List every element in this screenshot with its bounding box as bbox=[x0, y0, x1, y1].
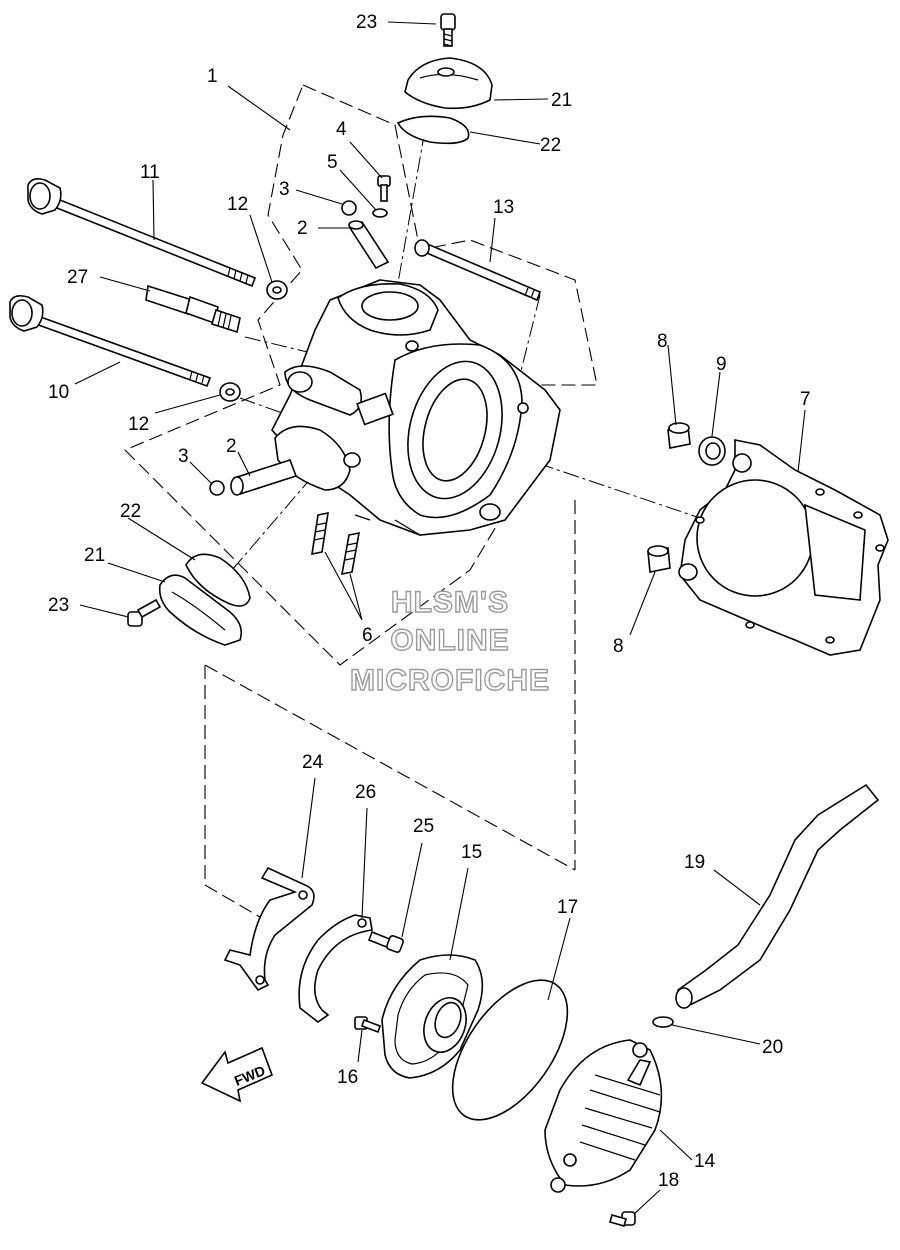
callout-26: 26 bbox=[355, 782, 376, 803]
assembly-outline-lower bbox=[204, 500, 576, 921]
callout-11: 11 bbox=[140, 162, 160, 183]
callout-17: 17 bbox=[557, 897, 578, 918]
cover-14[interactable] bbox=[544, 1039, 663, 1193]
callout-12-lower: 12 bbox=[128, 414, 149, 435]
watermark-line-2: ONLINE bbox=[390, 624, 509, 657]
valve-cover-cap-21-top[interactable] bbox=[404, 57, 493, 110]
watermark: HLSM'S ONLINE MICROFICHE bbox=[349, 585, 550, 697]
callout-2-lower: 2 bbox=[226, 436, 237, 457]
clip-3-lower[interactable] bbox=[209, 480, 225, 496]
cylinder-head-1[interactable] bbox=[271, 279, 561, 536]
leader-lines bbox=[74, 21, 806, 1215]
callout-3-upper: 3 bbox=[279, 179, 290, 200]
callout-24: 24 bbox=[302, 752, 324, 773]
bolt-4[interactable] bbox=[377, 175, 391, 202]
clamp-20[interactable] bbox=[652, 1016, 674, 1028]
callout-23-lower: 23 bbox=[48, 595, 69, 616]
spark-plug-27[interactable] bbox=[145, 284, 241, 334]
hose-19[interactable] bbox=[675, 783, 880, 1009]
long-bolt-10[interactable] bbox=[9, 295, 212, 388]
callout-23-top: 23 bbox=[356, 12, 377, 33]
bracket-26[interactable] bbox=[298, 914, 373, 1023]
callout-20: 20 bbox=[762, 1037, 783, 1058]
valve-cover-cap-21-lower[interactable] bbox=[158, 574, 243, 646]
callout-10: 10 bbox=[48, 382, 69, 403]
callout-3-lower: 3 bbox=[178, 446, 189, 467]
bolt-25[interactable] bbox=[367, 930, 404, 953]
o-ring-9[interactable] bbox=[698, 436, 726, 466]
stud-bolts-6[interactable] bbox=[311, 511, 360, 576]
callout-21-lower: 21 bbox=[84, 545, 105, 566]
fwd-arrow-icon: FWD bbox=[200, 1046, 274, 1103]
bracket-24[interactable] bbox=[223, 866, 315, 992]
callout-25: 25 bbox=[413, 816, 434, 837]
callout-22-top: 22 bbox=[540, 135, 561, 156]
valve-guide-2-lower[interactable] bbox=[230, 459, 298, 496]
callout-14: 14 bbox=[694, 1151, 716, 1172]
washer-5[interactable] bbox=[372, 208, 388, 218]
callout-6: 6 bbox=[362, 625, 373, 646]
callout-18: 18 bbox=[658, 1170, 679, 1191]
long-bolt-11[interactable] bbox=[27, 178, 257, 288]
head-gasket-7[interactable] bbox=[678, 439, 889, 656]
o-ring-gasket-22-top[interactable] bbox=[396, 115, 470, 145]
callout-19: 19 bbox=[684, 852, 705, 873]
callout-7: 7 bbox=[800, 389, 811, 410]
dowel-pin-8-upper[interactable] bbox=[667, 422, 691, 449]
callout-8-lower: 8 bbox=[613, 636, 624, 657]
washer-12-upper[interactable] bbox=[266, 280, 288, 300]
callout-2-upper: 2 bbox=[297, 218, 308, 239]
valve-guide-2-upper[interactable] bbox=[348, 220, 390, 270]
callout-1: 1 bbox=[207, 66, 218, 87]
watermark-line-3: MICROFICHE bbox=[350, 664, 550, 697]
callout-22-lower: 22 bbox=[120, 501, 141, 522]
callout-13: 13 bbox=[493, 197, 514, 218]
o-ring-17[interactable] bbox=[430, 960, 591, 1139]
bolt-13[interactable] bbox=[414, 239, 542, 302]
callout-15: 15 bbox=[461, 842, 482, 863]
washer-12-lower[interactable] bbox=[219, 382, 241, 402]
callout-21-top: 21 bbox=[551, 90, 572, 111]
callout-16: 16 bbox=[337, 1067, 358, 1088]
callout-12-upper: 12 bbox=[227, 194, 248, 215]
assembly-outline-upper bbox=[124, 84, 598, 666]
bolt-16[interactable] bbox=[354, 1016, 382, 1034]
bolt-23-top[interactable] bbox=[440, 13, 456, 47]
clip-3-upper[interactable] bbox=[341, 200, 357, 216]
dowel-pin-8-lower[interactable] bbox=[647, 545, 671, 573]
bolt-18[interactable] bbox=[609, 1211, 636, 1227]
callout-8-upper: 8 bbox=[657, 331, 668, 352]
callout-27: 27 bbox=[67, 267, 88, 288]
watermark-line-1: HLSM'S bbox=[391, 586, 509, 619]
callout-labels: 23 21 22 1 4 5 3 2 11 12 13 27 10 12 8 9… bbox=[48, 12, 811, 1191]
cover-plate-15[interactable] bbox=[381, 954, 484, 1079]
callout-9: 9 bbox=[716, 354, 727, 375]
bolt-23-lower[interactable] bbox=[127, 598, 162, 627]
o-ring-gasket-22-lower[interactable] bbox=[185, 553, 251, 607]
callout-5: 5 bbox=[327, 152, 338, 173]
callout-4: 4 bbox=[336, 119, 347, 140]
